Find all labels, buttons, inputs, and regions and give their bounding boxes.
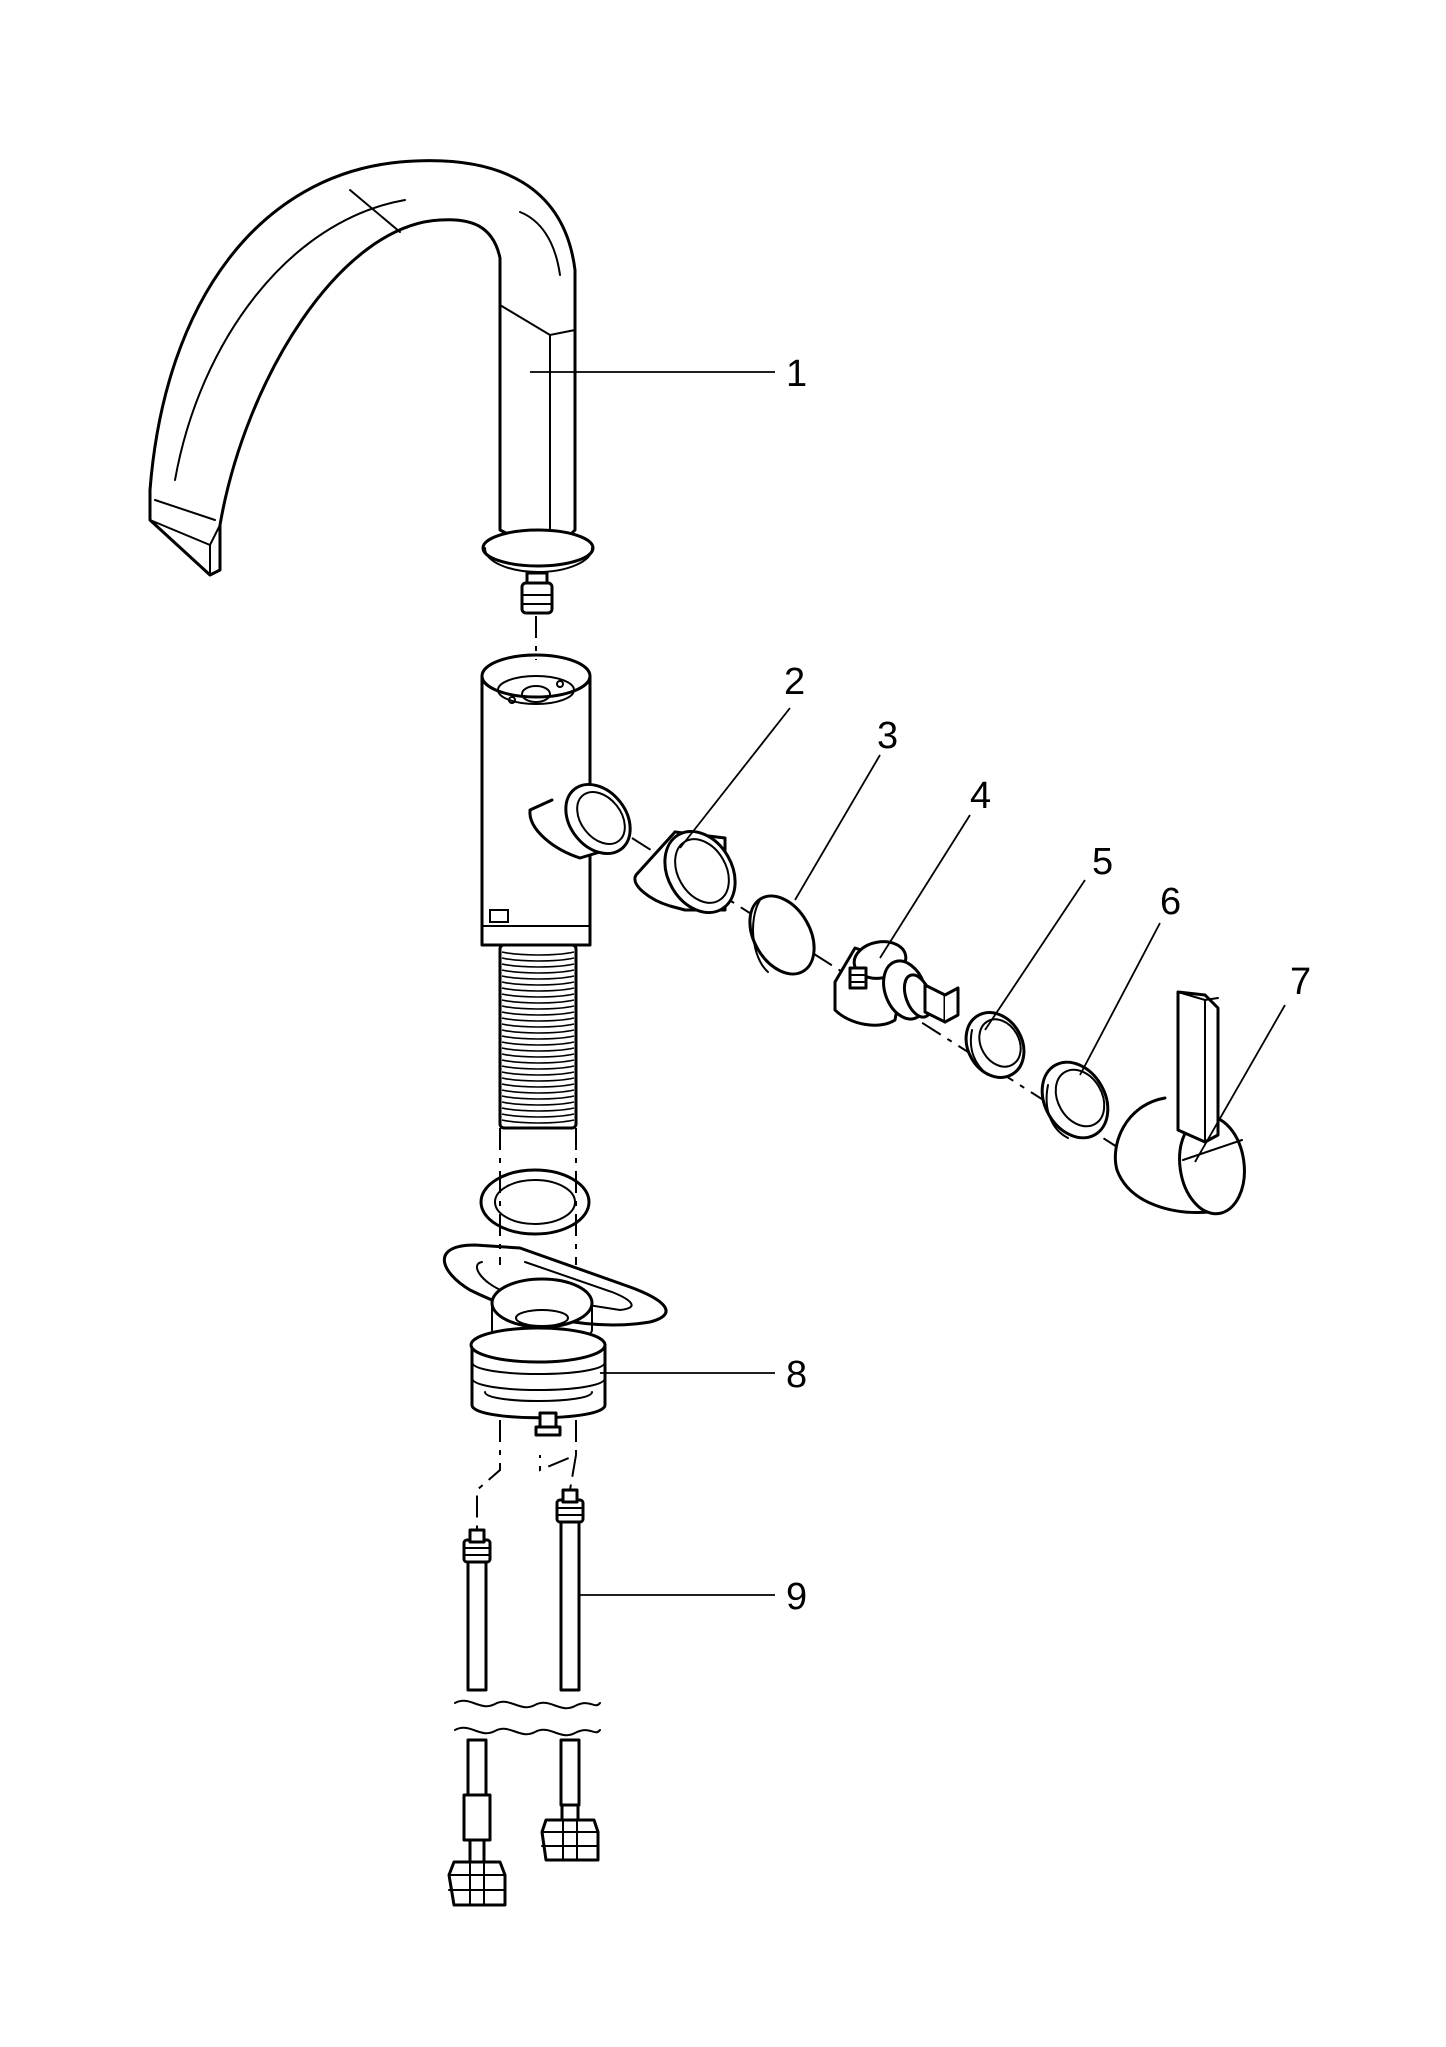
fixing-nut-part-8 — [469, 1326, 607, 1437]
callout-7: 7 — [1290, 961, 1311, 1003]
callout-5: 5 — [1092, 841, 1113, 883]
callout-3: 3 — [877, 715, 898, 757]
spout-part-1 — [148, 159, 595, 615]
leader-lines — [530, 371, 1286, 1596]
bush-part-6 — [1040, 1060, 1110, 1140]
callout-1: 1 — [786, 353, 807, 395]
callout-2: 2 — [784, 661, 805, 703]
ring-part-3 — [748, 894, 816, 976]
cartridge-part-4 — [833, 940, 960, 1027]
lever-handle-part-7 — [1113, 990, 1246, 1216]
callout-6: 6 — [1160, 881, 1181, 923]
mixer-body — [480, 653, 632, 947]
supply-hoses-part-9 — [447, 1488, 601, 1907]
cover-sleeve-part-2 — [633, 829, 737, 915]
callout-9: 9 — [786, 1576, 807, 1618]
seal-ring — [479, 1168, 591, 1236]
callout-labels: 1 2 3 4 5 6 7 8 9 — [784, 353, 1311, 1618]
threaded-nut-part-5 — [964, 1011, 1026, 1079]
base-plate — [442, 1243, 668, 1343]
callout-8: 8 — [786, 1354, 807, 1396]
threaded-shank — [498, 943, 578, 1130]
callout-4: 4 — [970, 775, 991, 817]
